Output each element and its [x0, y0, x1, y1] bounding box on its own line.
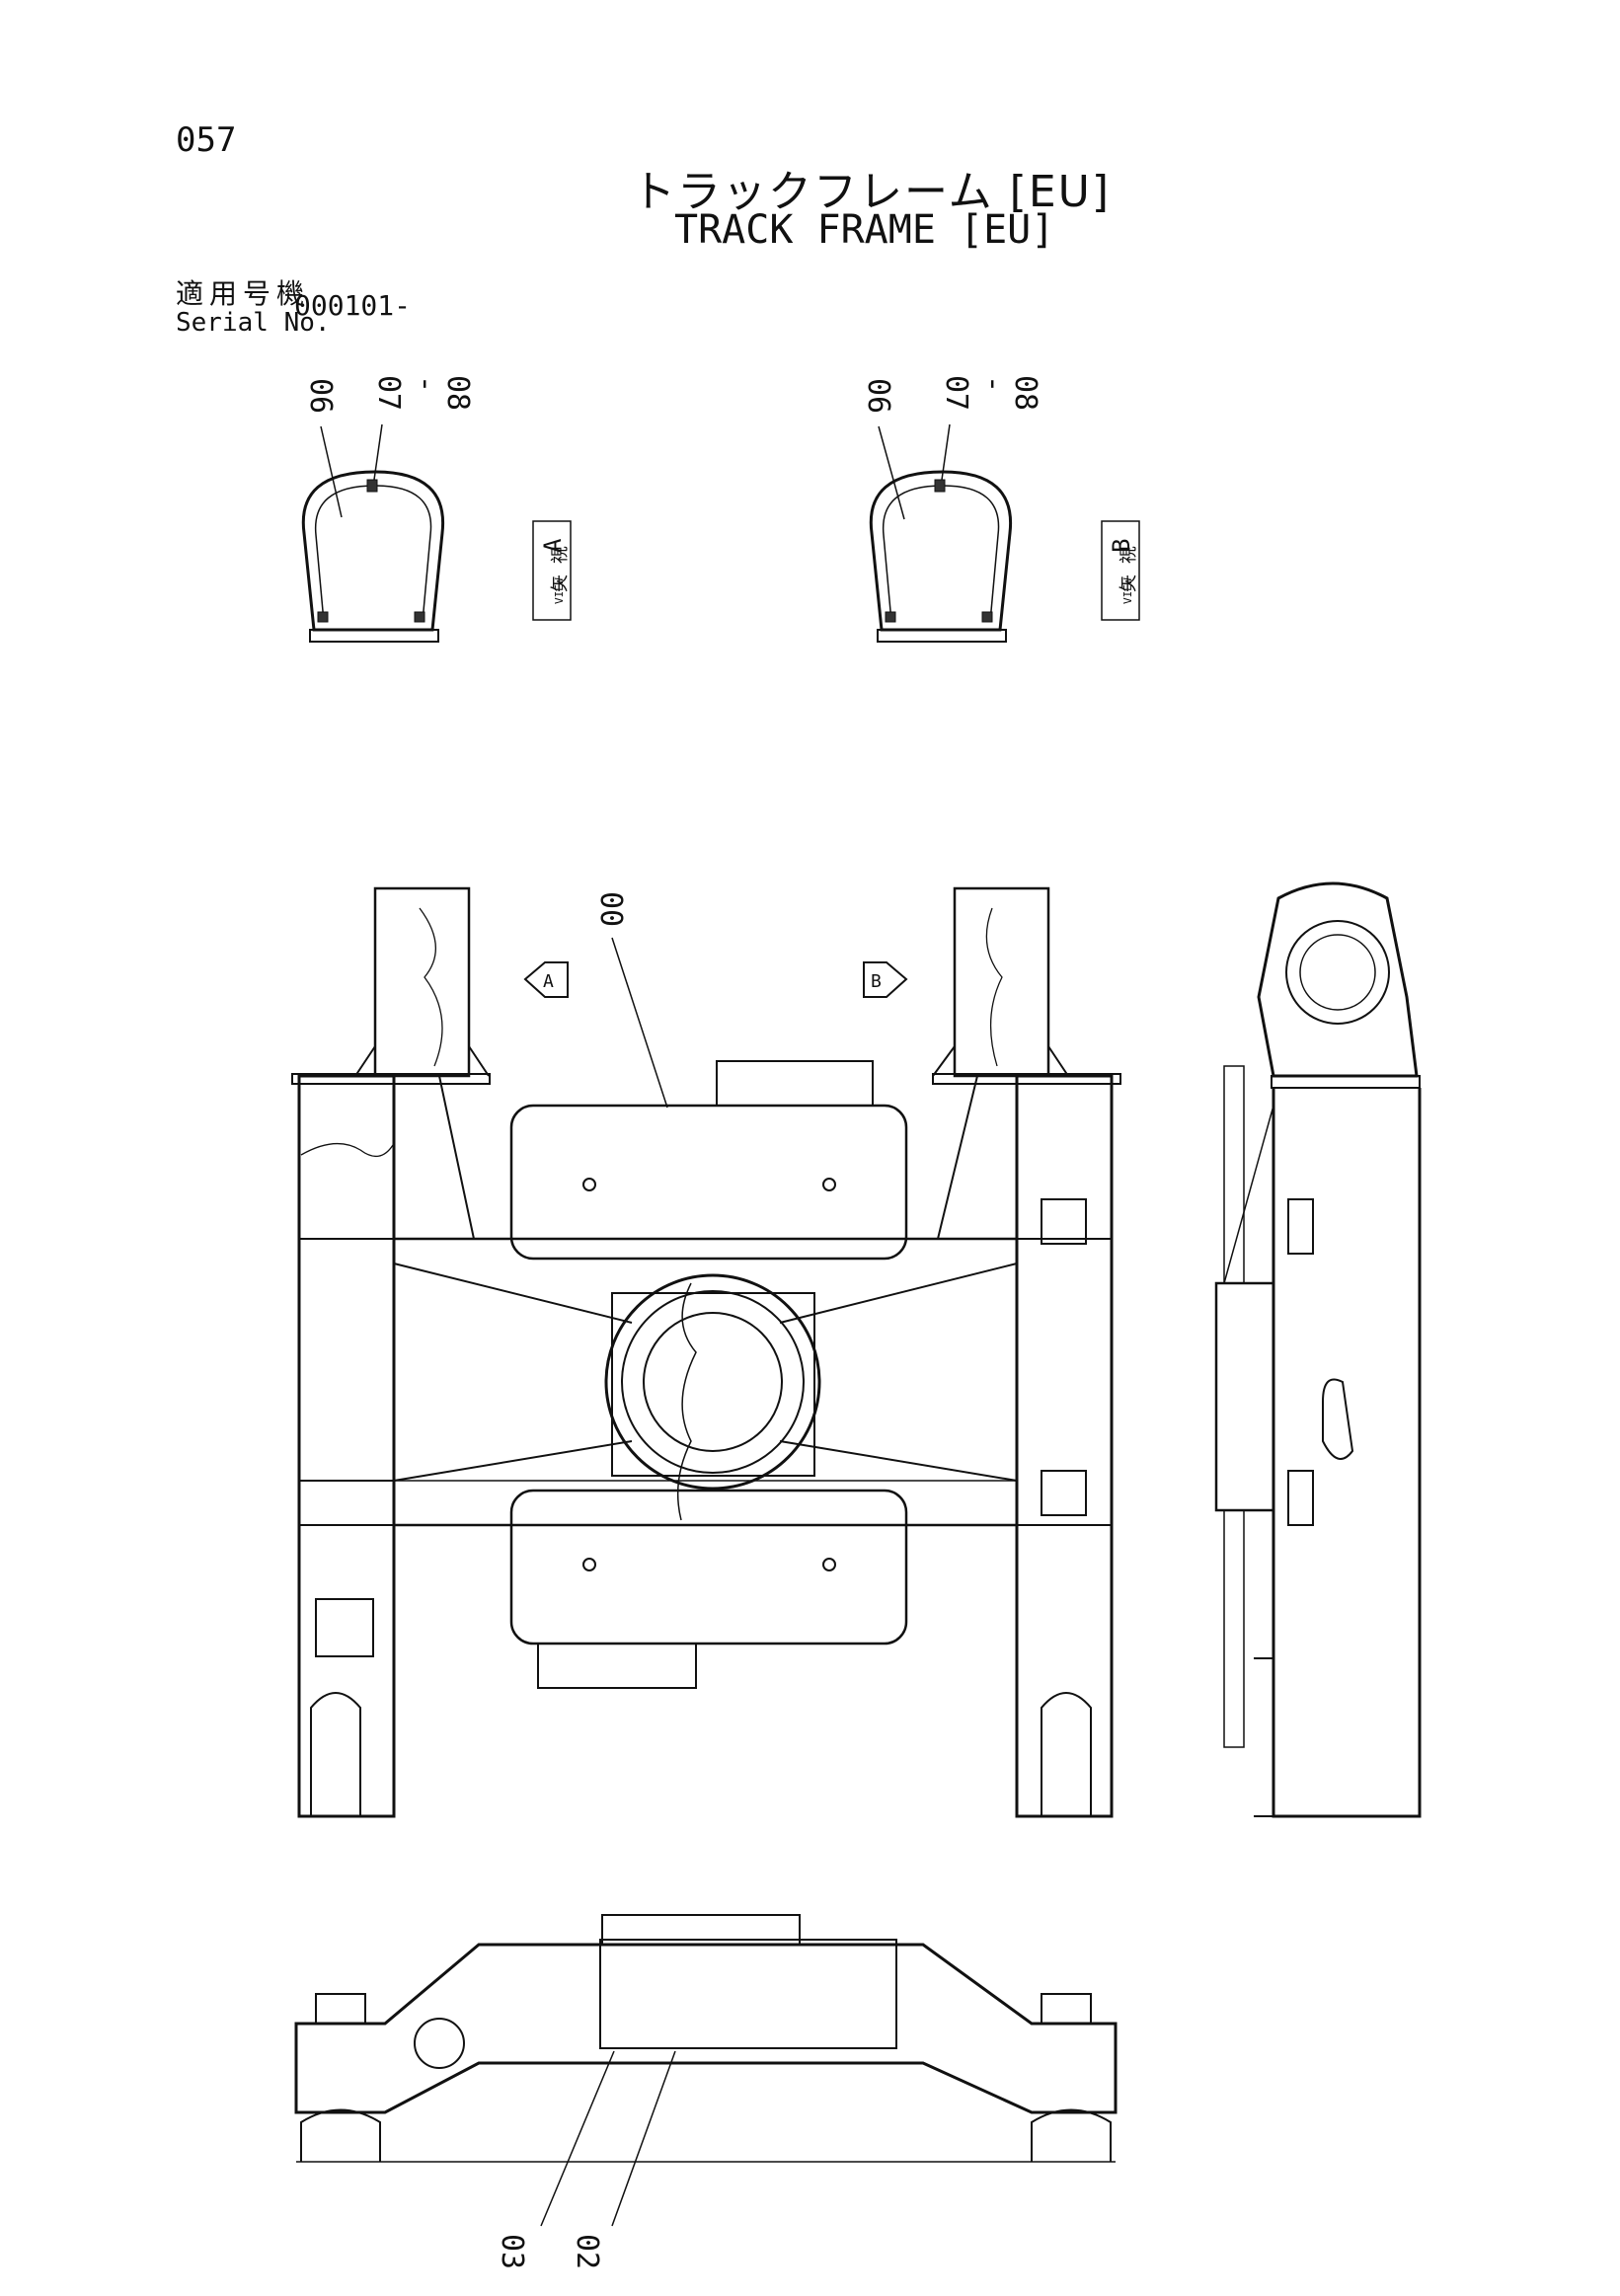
serial-label-japanese: 適用号機	[176, 277, 311, 310]
view-a-label: 矢 視 VIEW A	[532, 520, 572, 621]
callout-a-08: 08	[440, 375, 475, 411]
page-number: 057	[176, 120, 237, 160]
callout-main-00: 00	[593, 891, 628, 927]
serial-number-value: 000101-	[294, 289, 412, 322]
serial-label-english: Serial No.	[176, 308, 331, 338]
view-b-jp: 矢 視	[1119, 546, 1139, 592]
callout-b-06: 06	[861, 378, 895, 414]
arrow-b-letter: B	[871, 971, 882, 992]
side-view	[1214, 881, 1422, 1818]
callout-side-02: 02	[570, 2234, 604, 2269]
view-a-letter: A	[539, 538, 567, 553]
view-b-en: VIEW	[1121, 577, 1134, 604]
callout-b-08: 08	[1008, 375, 1042, 411]
callout-b-07: 07	[939, 375, 973, 411]
callout-b-dash: -	[976, 375, 1011, 393]
main-plan-view: 00 A B	[291, 886, 1121, 1818]
callout-a-06: 06	[303, 378, 338, 414]
callout-a-dash: -	[409, 375, 443, 393]
view-a-jp: 矢 視	[550, 546, 571, 592]
view-b-section: 06 07 - 08	[861, 375, 1042, 643]
elevation-view: 03 02	[294, 1914, 1118, 2269]
callout-side-03: 03	[495, 2234, 529, 2269]
callout-a-07: 07	[371, 375, 406, 411]
title-japanese: トラックフレーム [EU]	[632, 167, 1112, 217]
view-a-section: 06 07 - 08	[301, 375, 475, 643]
view-a-en: VIEW	[553, 577, 566, 604]
view-b-label: 矢 視 VIEW B	[1101, 520, 1140, 621]
view-b-letter: B	[1108, 539, 1135, 553]
arrow-a-letter: A	[543, 971, 554, 992]
title-english: TRACK FRAME [EU]	[674, 207, 1055, 253]
